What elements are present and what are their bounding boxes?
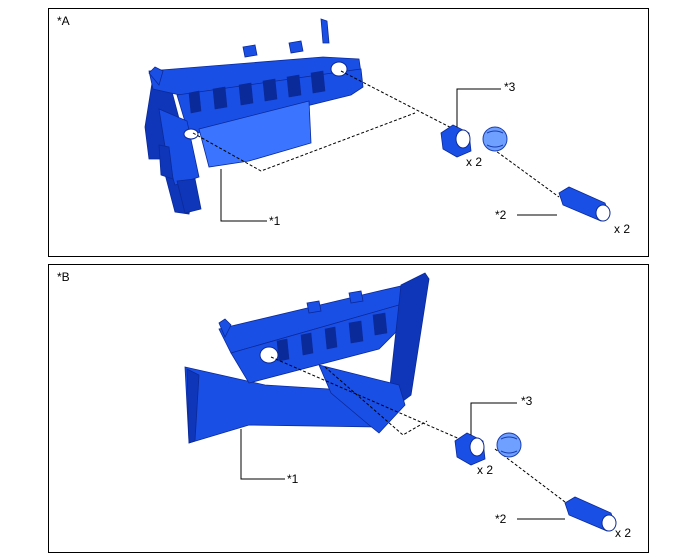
panel-b-drawing: *B [57, 270, 631, 540]
qty-part-3-b: x 2 [477, 463, 493, 477]
plug-part-2-a [558, 186, 611, 222]
callout-part-3-a: *3 [504, 80, 516, 94]
panel-a-drawing: *A [57, 14, 630, 236]
callout-part-3-b: *3 [521, 394, 533, 408]
panel-a-label: *A [57, 14, 70, 28]
alignment-line-upper-b [270, 356, 470, 444]
socket-part-3-b [454, 432, 522, 466]
socket-part-3-a [440, 124, 508, 158]
callout-part-2-b: *2 [495, 512, 507, 526]
alignment-line-lower-b [324, 366, 428, 436]
leader-part-1-a [220, 169, 267, 222]
plug-part-2-b [564, 496, 617, 532]
bracket-part-1-b [184, 272, 430, 444]
alignment-line-socket-a [484, 142, 560, 198]
diagram-panel-b: *B [48, 264, 649, 553]
leader-part-3-a [456, 88, 501, 127]
qty-part-2-a: x 2 [614, 222, 630, 236]
panel-b-label: *B [57, 270, 70, 284]
leader-part-3-b [470, 402, 517, 435]
callout-part-1-b: *1 [287, 472, 299, 486]
alignment-line-socket-b [494, 448, 570, 506]
callout-part-2-a: *2 [495, 208, 507, 222]
bracket-part-1-a [144, 18, 364, 215]
leader-part-1-b [240, 429, 285, 480]
alignment-line-upper-a [340, 70, 470, 138]
qty-part-3-a: x 2 [466, 155, 482, 169]
alignment-line-lower-a [192, 112, 416, 172]
diagram-panel-a: *A [48, 8, 649, 257]
qty-part-2-b: x 2 [615, 526, 631, 540]
callout-part-1-a: *1 [269, 214, 281, 228]
